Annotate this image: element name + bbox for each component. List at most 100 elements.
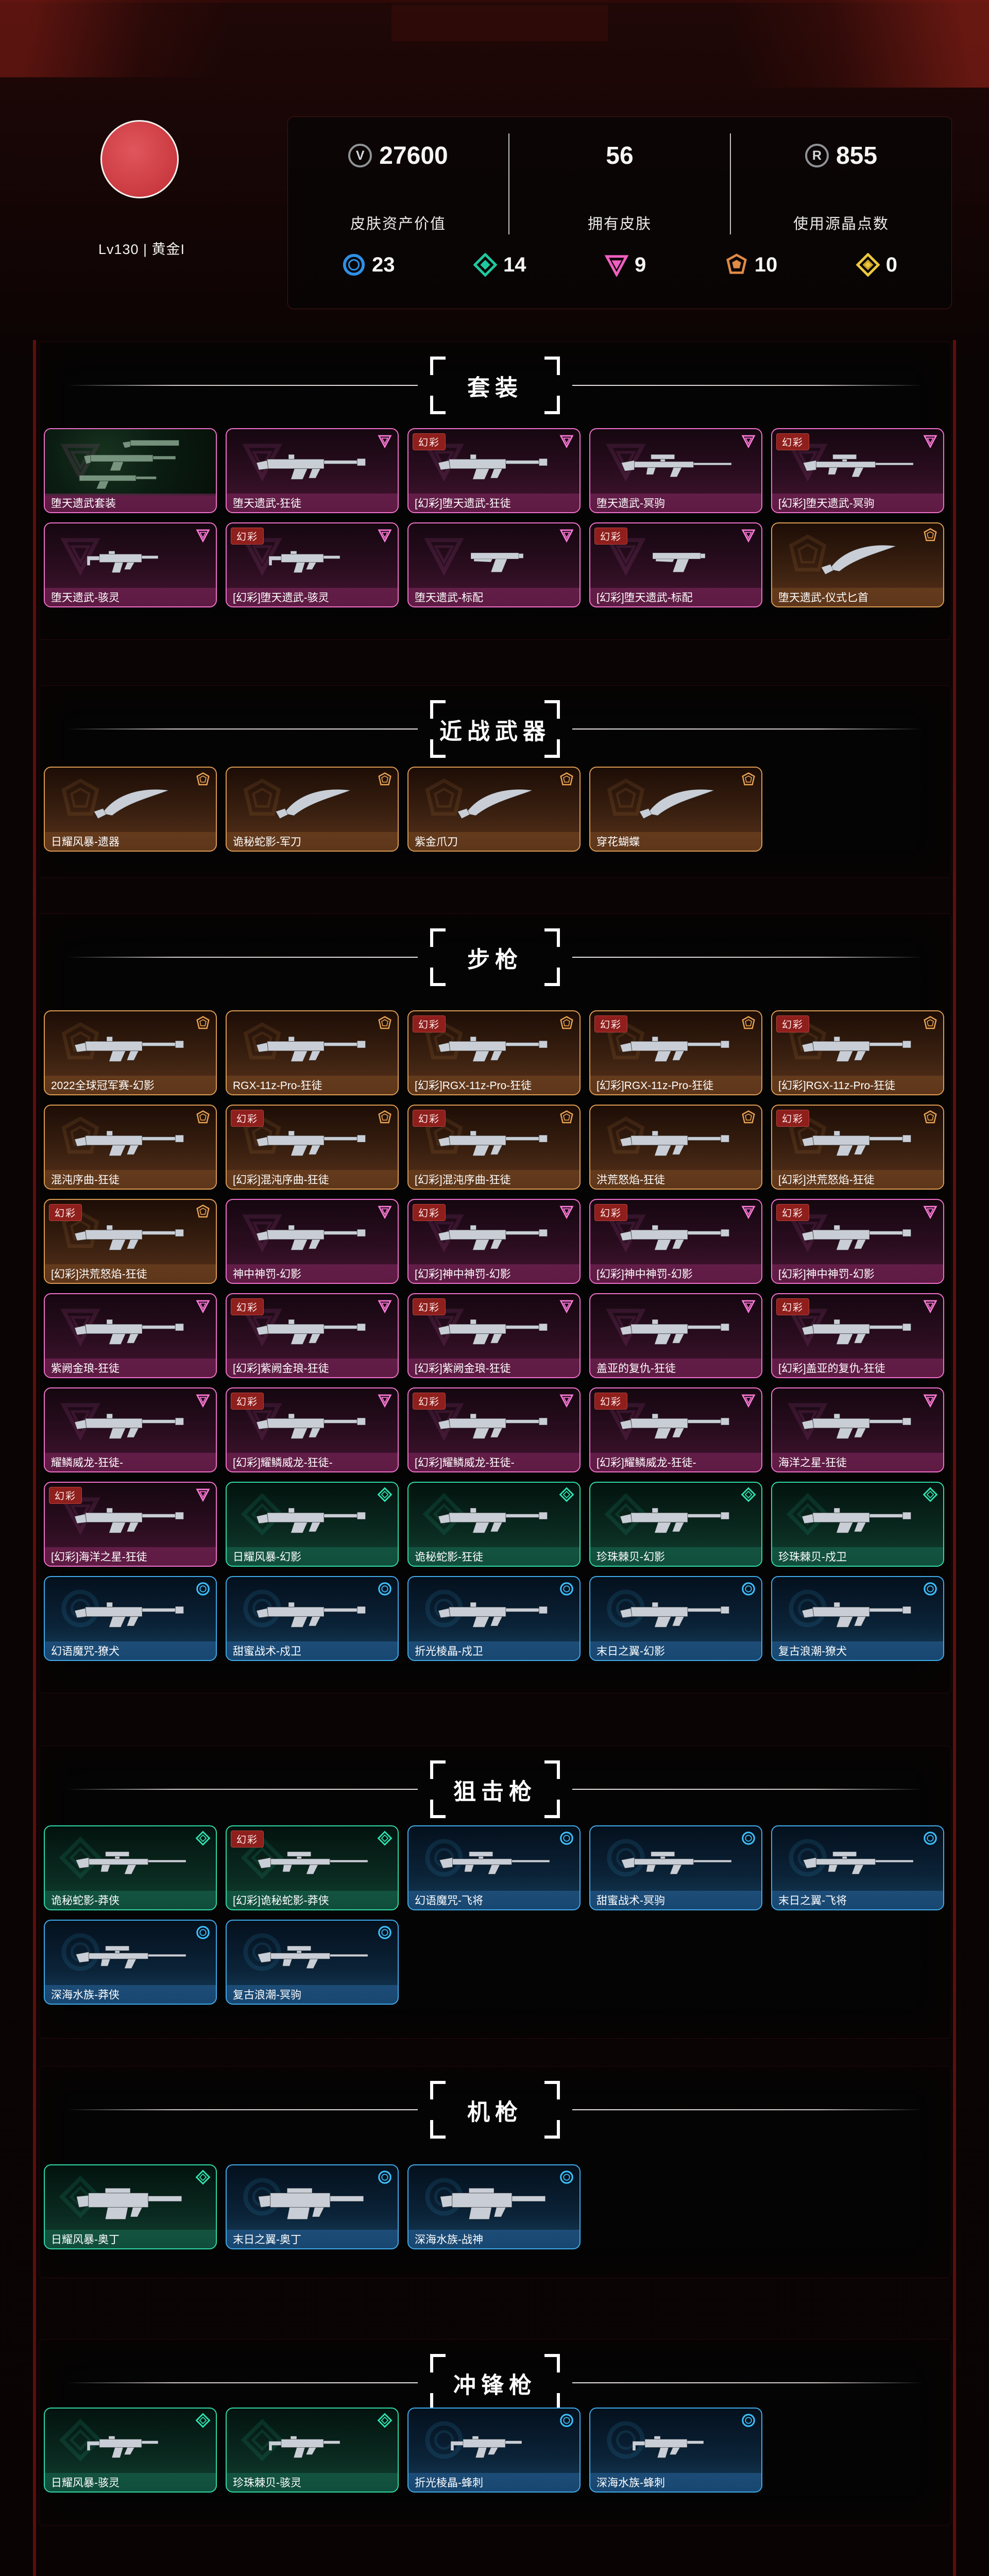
skin-card[interactable]: 堕天遗武-狂徒: [226, 428, 399, 513]
skin-card[interactable]: 幻彩[幻彩]洪荒怒焰-狂徒: [44, 1199, 217, 1284]
stats-row: V 27600 皮肤资产价值 56 拥有皮肤 R 855 使用源晶点数: [288, 130, 951, 238]
skin-card[interactable]: 堕天遗武-骇灵: [44, 522, 217, 607]
skin-card[interactable]: 幻彩[幻彩]盖亚的复仇-狂徒: [771, 1293, 944, 1378]
skin-card[interactable]: 紫阙金琅-狂徒: [44, 1293, 217, 1378]
skin-card[interactable]: 末日之翼-幻影: [589, 1576, 762, 1661]
skin-name: [幻彩]紫阙金琅-狂徒: [227, 1359, 398, 1377]
skin-card[interactable]: 堕天遗武套装: [44, 428, 217, 513]
skin-card[interactable]: 紫金爪刀: [407, 767, 581, 852]
skin-card[interactable]: 堕天遗武-标配: [407, 522, 581, 607]
skin-card[interactable]: 幻语魔咒-飞将: [407, 1825, 581, 1910]
skin-card[interactable]: 珍珠棘贝-幻影: [589, 1482, 762, 1567]
skin-name: [幻彩]RGX-11z-Pro-狂徒: [590, 1076, 761, 1094]
weapon-art: [616, 1588, 736, 1638]
skin-card[interactable]: 诡秘蛇影-莽侠: [44, 1825, 217, 1910]
skin-card[interactable]: 复古浪潮-冥驹: [226, 1920, 399, 2005]
skin-card[interactable]: 甜蜜战术-冥驹: [589, 1825, 762, 1910]
tier-watermark-icon: [604, 777, 648, 824]
skin-card[interactable]: 幻彩[幻彩]紫阙金琅-狂徒: [407, 1293, 581, 1378]
skin-image-area: [590, 523, 761, 590]
skin-card[interactable]: 混沌序曲-狂徒: [44, 1105, 217, 1190]
gold-tier-icon: [923, 1015, 938, 1033]
skin-card[interactable]: 幻彩[幻彩]洪荒怒焰-狂徒: [771, 1105, 944, 1190]
skin-card[interactable]: 幻彩[幻彩]堕天遗武-骇灵: [226, 522, 399, 607]
weapon-art: [252, 440, 372, 490]
skin-card[interactable]: 幻彩[幻彩]诡秘蛇影-莽侠: [226, 1825, 399, 1910]
tier-watermark-icon: [604, 1492, 648, 1539]
skin-card[interactable]: 洪荒怒焰-狂徒: [589, 1105, 762, 1190]
skin-card[interactable]: 穿花蝴蝶: [589, 767, 762, 852]
skin-card[interactable]: 海洋之星-狂徒: [771, 1387, 944, 1472]
skin-card[interactable]: 深海水族-蜂刺: [589, 2408, 762, 2493]
weapon-art: [444, 779, 544, 828]
skin-name: 日耀风暴-奥丁: [45, 2230, 216, 2248]
skin-card[interactable]: 诡秘蛇影-狂徒: [407, 1482, 581, 1567]
skin-card[interactable]: 幻彩[幻彩]RGX-11z-Pro-狂徒: [589, 1010, 762, 1095]
skin-card[interactable]: 幻彩[幻彩]混沌序曲-狂徒: [407, 1105, 581, 1190]
pink-tier-icon: [377, 528, 393, 546]
skin-image-area: [408, 1577, 579, 1643]
weapon-art: [434, 1588, 554, 1638]
skin-card[interactable]: 折光棱晶-蜂刺: [407, 2408, 581, 2493]
skin-card[interactable]: 幻彩[幻彩]紫阙金琅-狂徒: [226, 1293, 399, 1378]
skin-card[interactable]: 深海水族-莽侠: [44, 1920, 217, 2005]
skin-card[interactable]: 日耀风暴-骇灵: [44, 2408, 217, 2493]
skin-card[interactable]: 珍珠棘贝-骇灵: [226, 2408, 399, 2493]
chromatic-badge: 幻彩: [231, 1393, 264, 1410]
skin-card[interactable]: 末日之翼-奥丁: [226, 2164, 399, 2249]
skin-card[interactable]: 日耀风暴-幻影: [226, 1482, 399, 1567]
title-brackets: [430, 357, 560, 414]
pink-tier-icon: [741, 433, 756, 451]
header-line-left: [67, 1789, 418, 1790]
skin-image-area: [45, 1106, 216, 1172]
weapon-art: [798, 1399, 917, 1449]
skin-card[interactable]: 日耀风暴-奥丁: [44, 2164, 217, 2249]
skin-card[interactable]: 幻彩[幻彩]耀鳞威龙-狂徒-: [589, 1387, 762, 1472]
skin-card[interactable]: 幻彩[幻彩]海洋之星-狂徒: [44, 1482, 217, 1567]
skin-card[interactable]: 幻彩[幻彩]神中神罚-幻影: [407, 1199, 581, 1284]
skin-card[interactable]: 折光棱晶-戍卫: [407, 1576, 581, 1661]
pink-tier-icon: [377, 1204, 393, 1222]
skin-name: 幻语魔咒-飞将: [408, 1891, 579, 1909]
skin-card[interactable]: 末日之翼-飞将: [771, 1825, 944, 1910]
skin-card[interactable]: 诡秘蛇影-军刀: [226, 767, 399, 852]
skin-card[interactable]: 复古浪潮-獠犬: [771, 1576, 944, 1661]
skin-card[interactable]: 幻彩[幻彩]神中神罚-幻影: [771, 1199, 944, 1284]
skin-card[interactable]: RGX-11z-Pro-狂徒: [226, 1010, 399, 1095]
skin-card[interactable]: 堕天遗武-仪式匕首: [771, 522, 944, 607]
skin-card[interactable]: 幻彩[幻彩]堕天遗武-狂徒: [407, 428, 581, 513]
tier-watermark-icon: [786, 1492, 830, 1539]
skin-image-area: [45, 1011, 216, 1078]
skin-card[interactable]: 盖亚的复仇-狂徒: [589, 1293, 762, 1378]
skin-card[interactable]: 2022全球冠军赛-幻影: [44, 1010, 217, 1095]
skin-card[interactable]: 日耀风暴-遗器: [44, 767, 217, 852]
skin-card[interactable]: 堕天遗武-冥驹: [589, 428, 762, 513]
skin-card[interactable]: 甜蜜战术-戍卫: [226, 1576, 399, 1661]
section-title: 冲锋枪: [453, 2372, 537, 2398]
blue-tier-icon: [923, 1581, 938, 1599]
tier-watermark-icon: [786, 533, 830, 580]
skin-card[interactable]: 耀鳞威龙-狂徒-: [44, 1387, 217, 1472]
skin-image-area: [45, 1294, 216, 1361]
skin-card[interactable]: 幻彩[幻彩]混沌序曲-狂徒: [226, 1105, 399, 1190]
weapon-art: [442, 2419, 545, 2469]
bracket-corner-icon: [430, 1760, 446, 1779]
skin-card[interactable]: 幻彩[幻彩]耀鳞威龙-狂徒-: [407, 1387, 581, 1472]
skin-card[interactable]: 幻彩[幻彩]神中神罚-幻影: [589, 1199, 762, 1284]
weapon-art: [434, 1116, 554, 1166]
skin-card[interactable]: 神中神罚-幻影: [226, 1199, 399, 1284]
skin-card[interactable]: 幻彩[幻彩]RGX-11z-Pro-狂徒: [771, 1010, 944, 1095]
skin-card[interactable]: 深海水族-战神: [407, 2164, 581, 2249]
skin-card[interactable]: 幻彩[幻彩]堕天遗武-标配: [589, 522, 762, 607]
skin-name: 盖亚的复仇-狂徒: [590, 1359, 761, 1377]
skin-card[interactable]: 珍珠棘贝-戍卫: [771, 1482, 944, 1567]
skin-card[interactable]: 幻语魔咒-獠犬: [44, 1576, 217, 1661]
weapon-art: [616, 1399, 736, 1449]
skin-card[interactable]: 幻彩[幻彩]耀鳞威龙-狂徒-: [226, 1387, 399, 1472]
pink-tier-icon: [195, 1393, 211, 1411]
skin-card[interactable]: 幻彩[幻彩]RGX-11z-Pro-狂徒: [407, 1010, 581, 1095]
green-tier-icon: [741, 1487, 756, 1505]
skin-name: 甜蜜战术-戍卫: [227, 1641, 398, 1660]
chromatic-badge: 幻彩: [231, 1831, 264, 1848]
skin-card[interactable]: 幻彩[幻彩]堕天遗武-冥驹: [771, 428, 944, 513]
